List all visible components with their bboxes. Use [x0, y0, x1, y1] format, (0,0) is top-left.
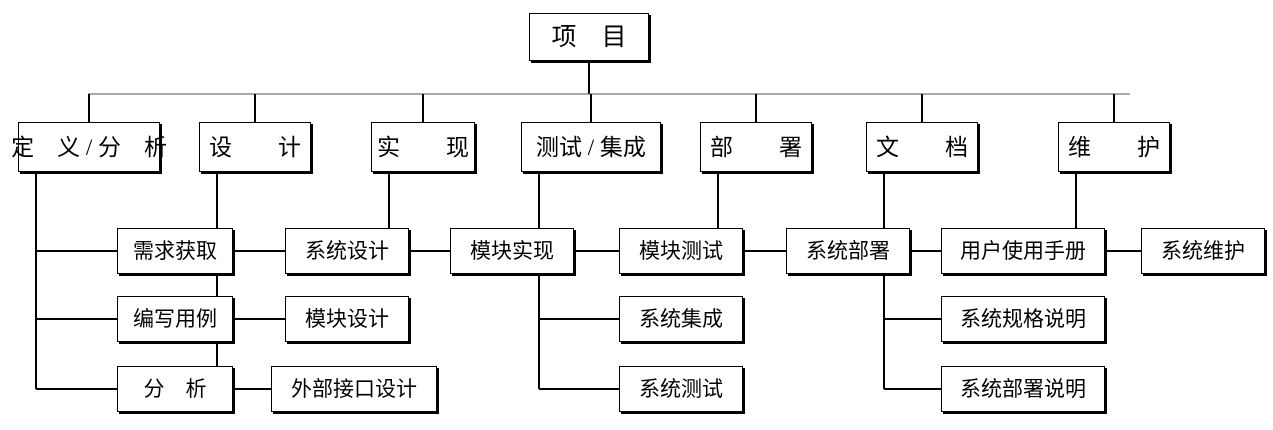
- node-label: 系统部署说明: [960, 376, 1086, 401]
- node-label: 系统测试: [639, 376, 723, 401]
- node-label: 外部接口设计: [291, 376, 417, 401]
- node-label: 定 义 / 分 析: [11, 134, 167, 160]
- node-label: 文 档: [876, 134, 968, 160]
- node-label: 需求获取: [133, 238, 217, 263]
- node-phase-maintenance[interactable]: 维 护: [1058, 122, 1170, 172]
- node-label: 系统设计: [305, 238, 389, 263]
- node-leaf-system-integration[interactable]: 系统集成: [619, 296, 743, 342]
- node-label: 测试 / 集成: [536, 134, 646, 160]
- node-phase-test-integration[interactable]: 测试 / 集成: [521, 122, 661, 172]
- node-phase-documentation[interactable]: 文 档: [866, 122, 978, 172]
- node-label: 模块测试: [639, 238, 723, 263]
- node-leaf-user-manual[interactable]: 用户使用手册: [941, 228, 1105, 274]
- node-label: 用户使用手册: [960, 238, 1086, 263]
- node-label: 系统集成: [639, 306, 723, 331]
- node-label: 分 析: [143, 376, 207, 401]
- node-leaf-analysis[interactable]: 分 析: [117, 366, 233, 412]
- node-label: 编写用例: [133, 306, 217, 331]
- node-leaf-module-test[interactable]: 模块测试: [619, 228, 743, 274]
- node-root[interactable]: 项 目: [529, 13, 649, 61]
- node-label: 设 计: [209, 134, 301, 160]
- node-label: 部 署: [710, 134, 802, 160]
- node-phase-implementation[interactable]: 实 现: [371, 122, 475, 172]
- node-leaf-module-design[interactable]: 模块设计: [285, 296, 409, 342]
- node-label: 系统部署: [806, 238, 890, 263]
- node-leaf-system-test[interactable]: 系统测试: [619, 366, 743, 412]
- node-leaf-write-use-cases[interactable]: 编写用例: [117, 296, 233, 342]
- node-leaf-system-deployment[interactable]: 系统部署: [786, 228, 910, 274]
- node-leaf-system-design[interactable]: 系统设计: [285, 228, 409, 274]
- node-label: 系统规格说明: [960, 306, 1086, 331]
- node-leaf-deployment-spec[interactable]: 系统部署说明: [941, 366, 1105, 412]
- node-leaf-system-spec[interactable]: 系统规格说明: [941, 296, 1105, 342]
- node-label: 项 目: [551, 23, 627, 51]
- node-leaf-module-implementation[interactable]: 模块实现: [450, 228, 574, 274]
- node-leaf-system-maintenance[interactable]: 系统维护: [1141, 228, 1265, 274]
- node-phase-deployment[interactable]: 部 署: [700, 122, 812, 172]
- node-label: 维 护: [1068, 134, 1160, 160]
- node-leaf-requirement-gathering[interactable]: 需求获取: [117, 228, 233, 274]
- node-label: 模块设计: [305, 306, 389, 331]
- node-label: 实 现: [377, 134, 469, 160]
- node-label: 系统维护: [1161, 238, 1245, 263]
- node-leaf-external-interface-design[interactable]: 外部接口设计: [271, 366, 437, 412]
- node-phase-definition-analysis[interactable]: 定 义 / 分 析: [11, 122, 167, 172]
- node-phase-design[interactable]: 设 计: [199, 122, 311, 172]
- node-label: 模块实现: [470, 238, 554, 263]
